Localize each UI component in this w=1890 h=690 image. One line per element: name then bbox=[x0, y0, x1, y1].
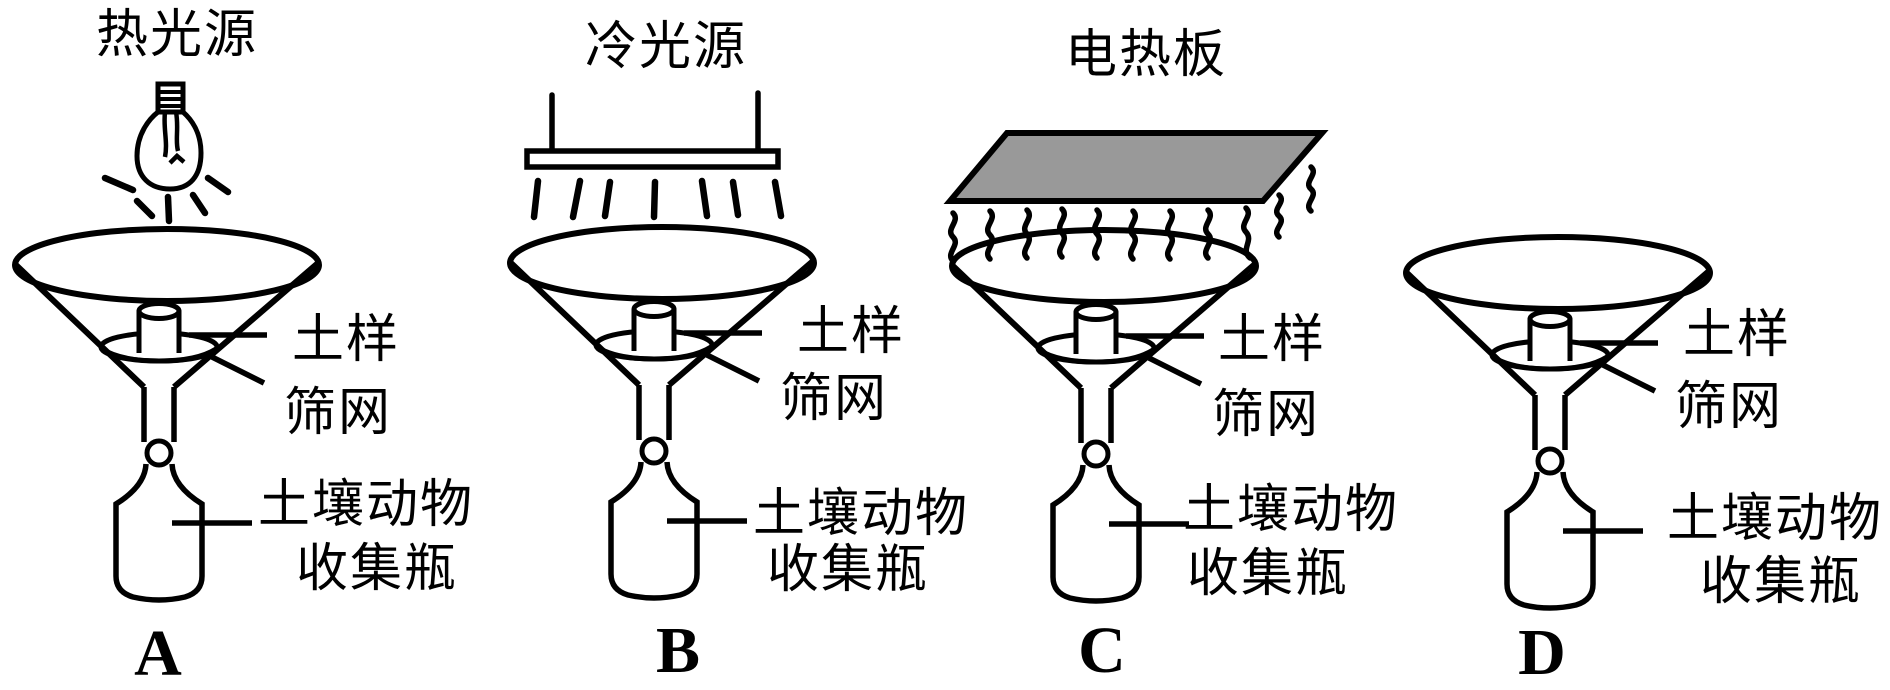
panel-d-soil-sample-label: 土样 bbox=[1683, 307, 1792, 364]
panel-d-sieve-label: 筛网 bbox=[1675, 379, 1784, 436]
panel-b-letter: B bbox=[655, 614, 701, 687]
cold-light-panel-icon bbox=[524, 90, 785, 221]
panel-b-collector-label-line2: 收集瓶 bbox=[767, 542, 930, 599]
light-rays-icon bbox=[530, 177, 785, 221]
panel-a-collector-label-line1: 土壤动物 bbox=[258, 477, 475, 534]
panel-a-source-title: 热光源 bbox=[95, 7, 259, 64]
light-rays-icon bbox=[101, 174, 232, 225]
panel-c-collector-label-line2: 收集瓶 bbox=[1187, 546, 1350, 603]
apparatus-d-funnel bbox=[1406, 237, 1710, 608]
panel-d-letter: D bbox=[1518, 616, 1566, 689]
panel-d-collector-label-line1: 土壤动物 bbox=[1667, 491, 1884, 548]
panel-c-source-title: 电热板 bbox=[1064, 27, 1228, 84]
panel-b-soil-sample-label: 土样 bbox=[797, 304, 906, 361]
panel-a-sieve-label: 筛网 bbox=[284, 385, 393, 442]
panel-b-collector-label-line1: 土壤动物 bbox=[753, 486, 970, 543]
bulb-icon bbox=[101, 81, 232, 225]
panel-a-collector-label-line2: 收集瓶 bbox=[296, 541, 459, 598]
panel-c-soil-sample-label: 土样 bbox=[1218, 312, 1327, 369]
panel-c-letter: C bbox=[1078, 614, 1126, 687]
panel-a-letter: A bbox=[134, 617, 182, 690]
heating-plate-icon bbox=[943, 130, 1329, 264]
panel-a-soil-sample-label: 土样 bbox=[292, 312, 401, 369]
panel-c-collector-label-line1: 土壤动物 bbox=[1183, 482, 1400, 539]
panel-d-collector-label-line2: 收集瓶 bbox=[1700, 554, 1863, 611]
panel-b-source-title: 冷光源 bbox=[584, 19, 748, 76]
panel-b-sieve-label: 筛网 bbox=[780, 371, 889, 428]
apparatus-a-funnel bbox=[15, 229, 319, 600]
panel-c-sieve-label: 筛网 bbox=[1212, 387, 1321, 444]
